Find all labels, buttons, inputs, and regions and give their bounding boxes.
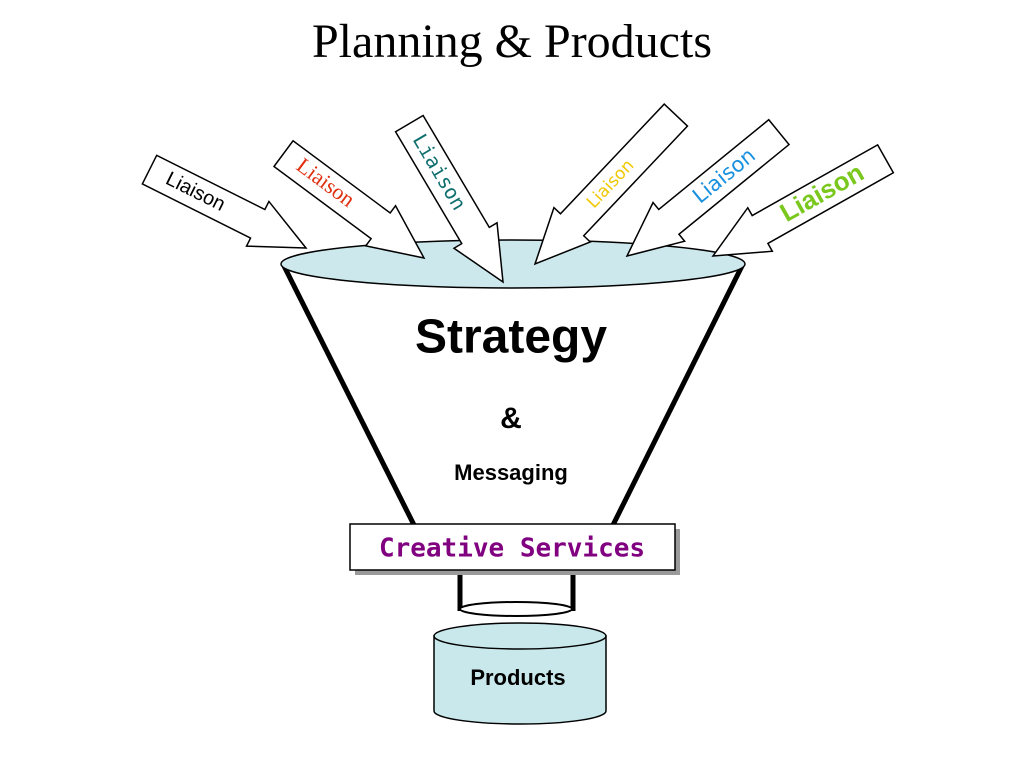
ampersand-text: & bbox=[500, 402, 522, 435]
strategy-text: Strategy bbox=[415, 311, 607, 364]
creative-services-label: Creative Services bbox=[379, 534, 645, 564]
products-cylinder: Products bbox=[433, 622, 607, 725]
products-cylinder-top bbox=[433, 622, 607, 650]
slide-title: Planning & Products bbox=[311, 15, 712, 68]
funnel-body bbox=[284, 266, 742, 527]
products-label: Products bbox=[470, 665, 565, 690]
creative-services-box: Creative Services bbox=[349, 523, 680, 575]
funnel-right-edge bbox=[609, 264, 745, 529]
funnel-rim bbox=[280, 239, 746, 289]
spout-opening bbox=[459, 601, 573, 617]
funnel-left-edge bbox=[281, 264, 418, 529]
messaging-text: Messaging bbox=[454, 460, 568, 485]
